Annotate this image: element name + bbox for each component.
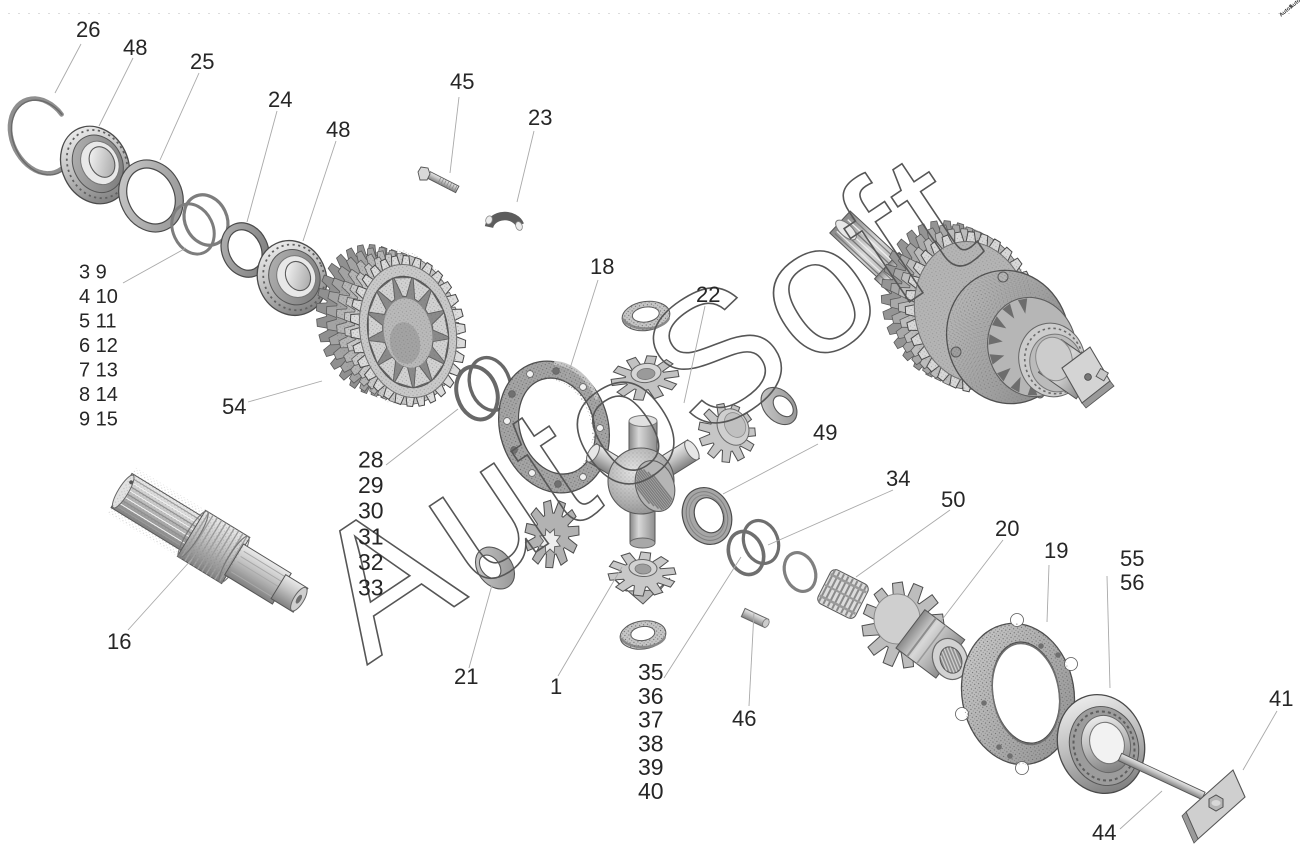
svg-text:55: 55 — [1120, 546, 1144, 571]
svg-text:41: 41 — [1269, 686, 1293, 711]
svg-text:49: 49 — [813, 420, 837, 445]
svg-text:30: 30 — [358, 498, 384, 524]
svg-text:44: 44 — [1092, 820, 1116, 845]
svg-text:16: 16 — [107, 629, 131, 654]
svg-text:AutoS: AutoS — [1288, 0, 1300, 11]
svg-text:22: 22 — [696, 282, 720, 307]
svg-text:6 12: 6 12 — [79, 335, 118, 357]
svg-text:19: 19 — [1044, 538, 1068, 563]
svg-text:35: 35 — [638, 659, 664, 685]
svg-text:26: 26 — [76, 17, 100, 42]
svg-text:9 15: 9 15 — [79, 409, 118, 431]
svg-text:28: 28 — [358, 447, 384, 473]
svg-text:20: 20 — [995, 516, 1019, 541]
svg-text:40: 40 — [638, 778, 664, 804]
svg-text:5 11: 5 11 — [79, 310, 116, 332]
svg-text:37: 37 — [638, 707, 664, 733]
svg-text:3 9: 3 9 — [79, 261, 107, 283]
svg-text:36: 36 — [638, 683, 664, 709]
svg-text:1: 1 — [550, 674, 562, 699]
svg-text:45: 45 — [450, 69, 474, 94]
svg-text:21: 21 — [454, 664, 478, 689]
svg-text:18: 18 — [590, 254, 614, 279]
svg-text:56: 56 — [1120, 570, 1144, 595]
svg-text:33: 33 — [358, 575, 384, 601]
svg-text:34: 34 — [886, 466, 910, 491]
svg-text:48: 48 — [123, 35, 147, 60]
svg-text:23: 23 — [528, 105, 552, 130]
svg-text:54: 54 — [222, 394, 246, 419]
svg-text:29: 29 — [358, 472, 384, 498]
svg-text:31: 31 — [358, 523, 384, 549]
svg-text:24: 24 — [268, 87, 292, 112]
svg-text:38: 38 — [638, 730, 664, 756]
svg-text:25: 25 — [190, 49, 214, 74]
svg-text:39: 39 — [638, 754, 664, 780]
svg-text:4 10: 4 10 — [79, 286, 118, 308]
svg-text:48: 48 — [326, 117, 350, 142]
svg-text:32: 32 — [358, 549, 384, 575]
svg-text:8 14: 8 14 — [79, 384, 118, 406]
svg-text:46: 46 — [732, 706, 756, 731]
svg-text:50: 50 — [941, 487, 965, 512]
svg-text:7 13: 7 13 — [79, 360, 118, 382]
